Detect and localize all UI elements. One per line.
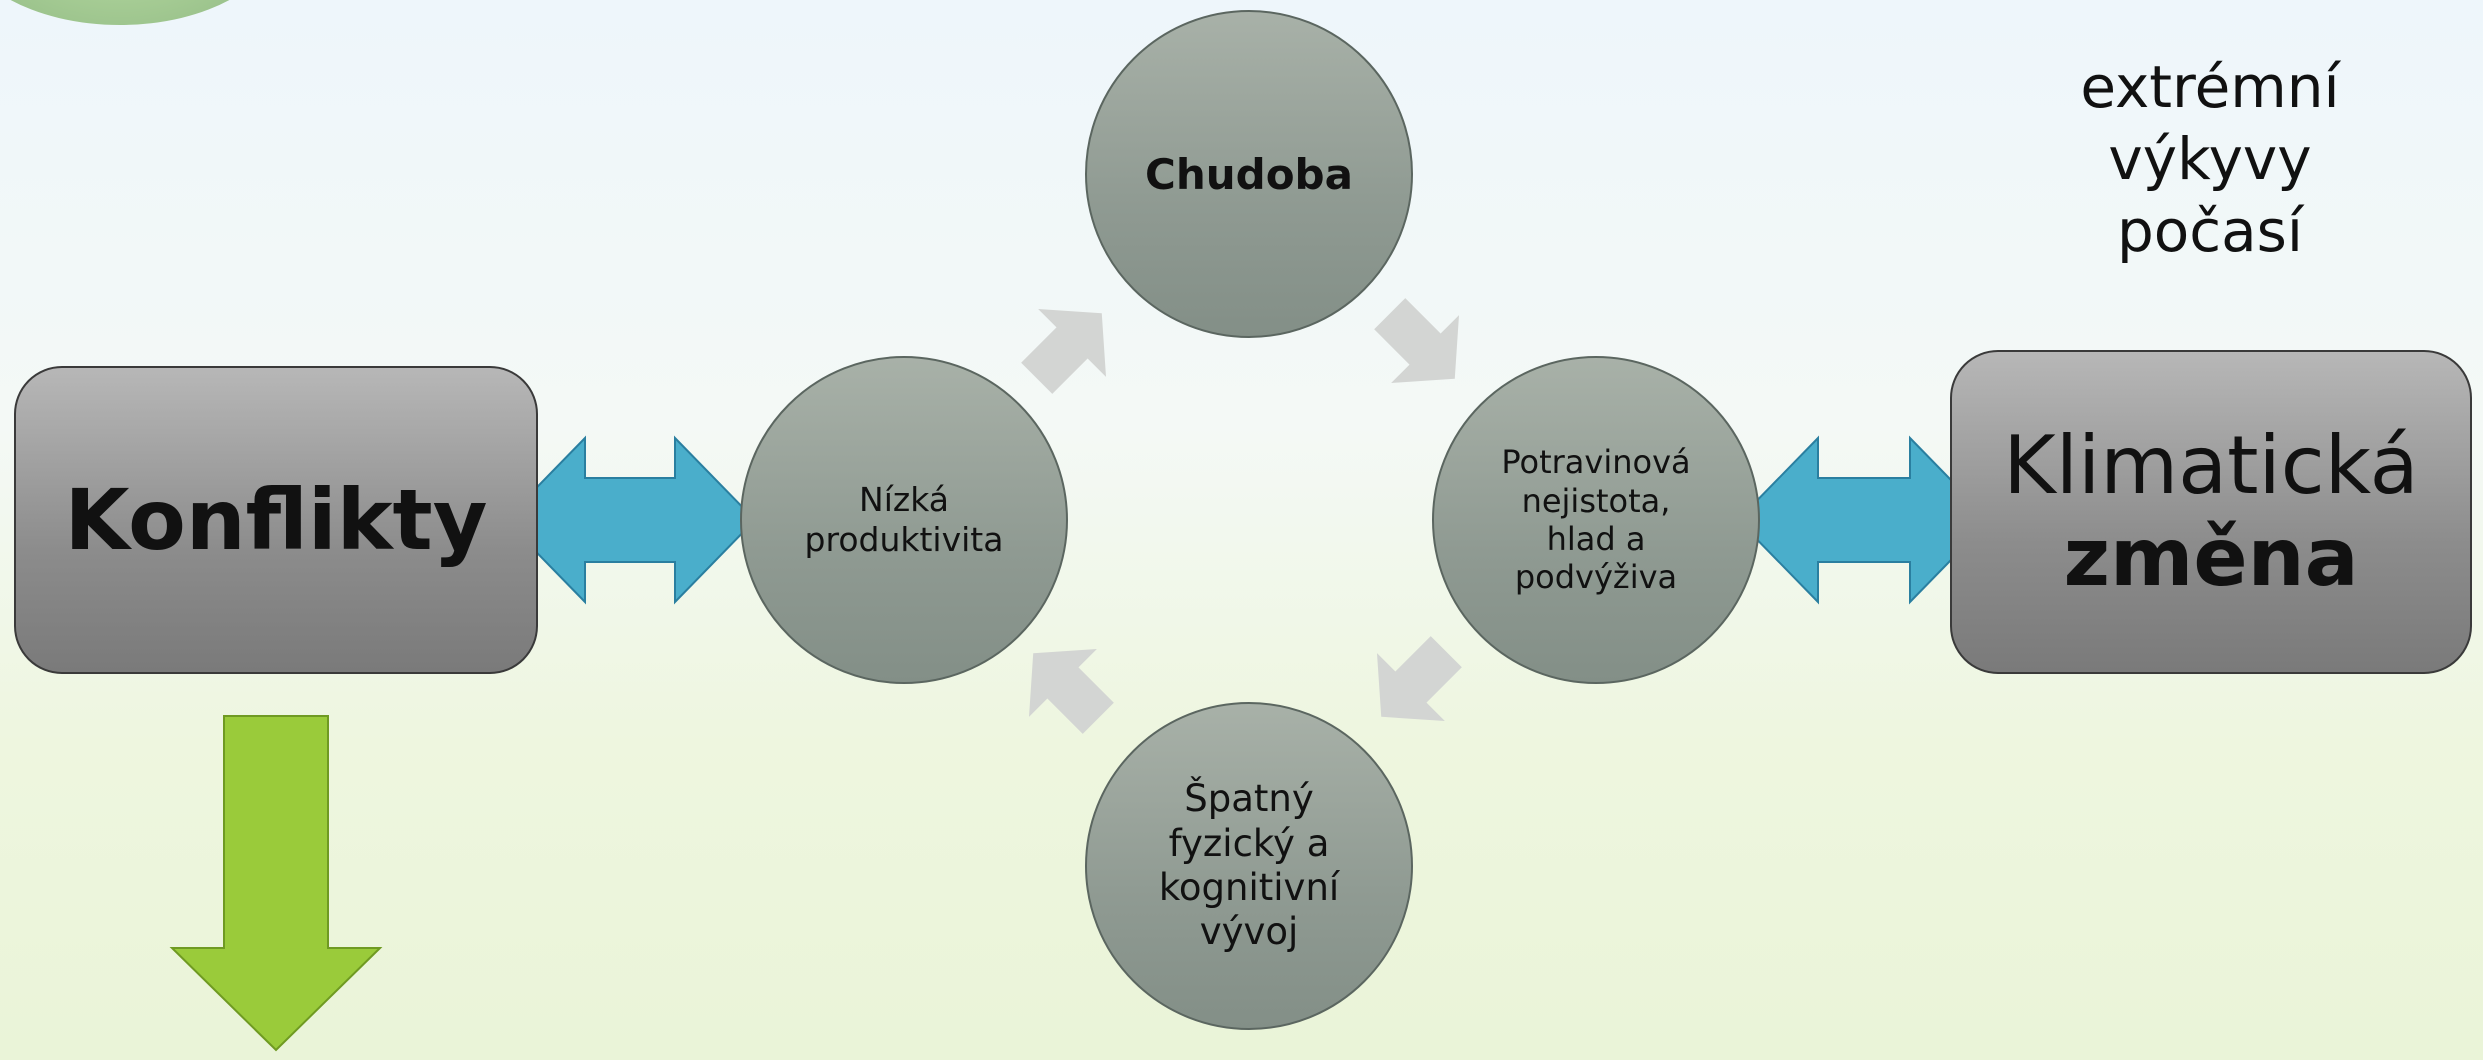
node-chudoba-label: Chudoba (1145, 149, 1353, 199)
node-konflikty: Konflikty (14, 366, 538, 674)
down-arrow (169, 715, 383, 1052)
node-klimaticka-label-line2: změna (2063, 511, 2359, 604)
node-spatny-vyvoj: Špatný fyzický a kognitivní vývoj (1085, 702, 1413, 1030)
cycle-arrow-spatny-to-nizka (1028, 648, 1114, 734)
node-nizka-produktivita-label: Nízká produktivita (804, 480, 1004, 559)
node-potravinova-nejistota: Potravinová nejistota, hlad a podvýživa (1432, 356, 1760, 684)
annotation-extreme-weather: extrémní výkyvy počasí (2080, 53, 2340, 265)
node-konflikty-label: Konflikty (64, 471, 488, 569)
double-arrow-konflikty-nizka (503, 435, 757, 605)
node-klimaticka-zmena: Klimatická změna (1950, 350, 2472, 674)
decorative-leaf (0, 0, 280, 25)
node-klimaticka-label-line1: Klimatická (2003, 419, 2419, 512)
node-nizka-produktivita: Nízká produktivita (740, 356, 1068, 684)
node-spatny-vyvoj-label: Špatný fyzický a kognitivní vývoj (1158, 777, 1340, 954)
cycle-arrow-potravinova-to-spatny (1376, 636, 1462, 722)
node-chudoba: Chudoba (1085, 10, 1413, 338)
cycle-arrow-chudoba-to-potravinova (1374, 298, 1460, 384)
cycle-arrow-nizka-to-chudoba (1021, 308, 1107, 394)
node-potravinova-nejistota-label: Potravinová nejistota, hlad a podvýživa (1501, 443, 1691, 597)
